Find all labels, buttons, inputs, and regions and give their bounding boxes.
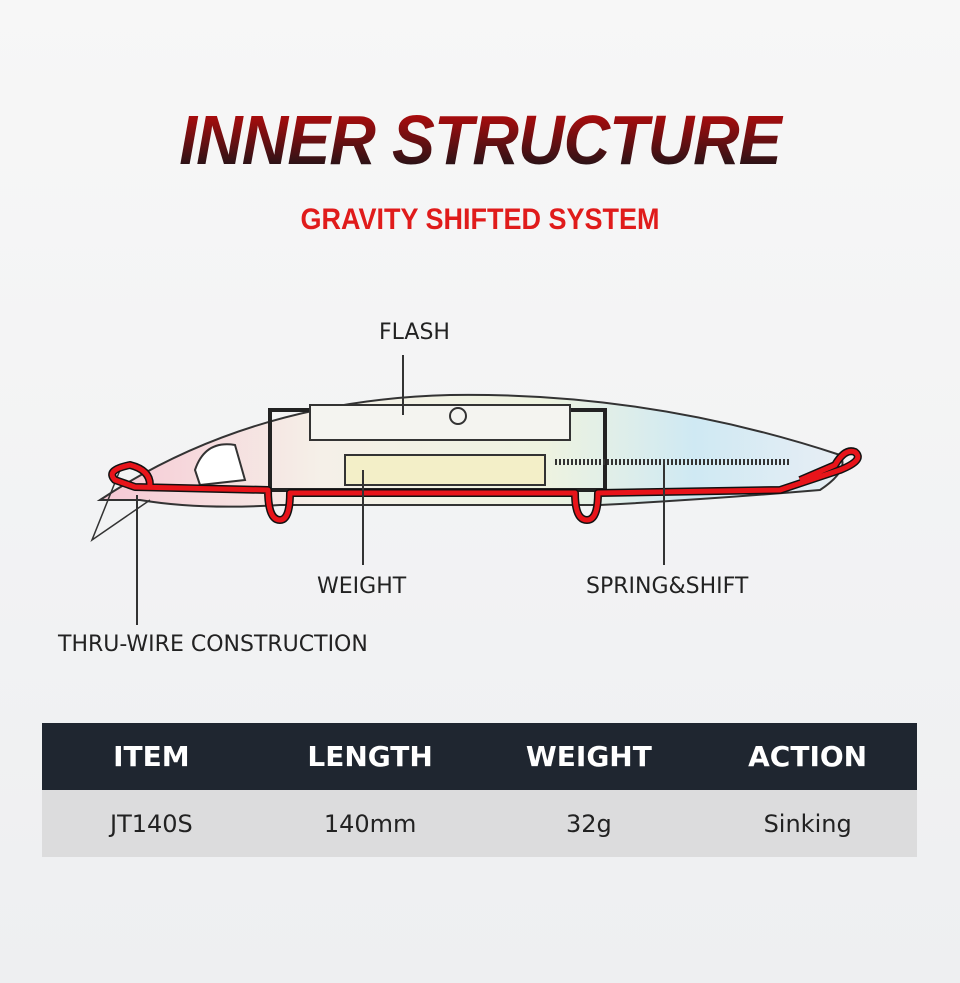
leader-lines [136,355,665,625]
cell-item: JT140S [109,809,193,838]
cell-length: 140mm [323,809,417,838]
label-flash: FLASH [379,320,450,345]
header-weight: WEIGHT [525,740,652,773]
cell-action: Sinking [763,809,852,838]
lure-body [90,393,844,543]
header-length: LENGTH [307,740,433,773]
label-spring-shift: SPRING&SHIFT [586,574,749,599]
table-header: ITEM LENGTH WEIGHT ACTION [42,723,917,790]
label-weight: WEIGHT [317,574,407,599]
header-action: ACTION [748,740,868,773]
label-thru-wire: THRU-WIRE CONSTRUCTION [58,632,368,657]
page-subtitle: GRAVITY SHIFTED SYSTEM [300,203,660,236]
spec-table: ITEM LENGTH WEIGHT ACTION JT140S 140mm 3… [42,723,917,857]
lure-diagram [90,355,862,625]
page-title: INNER STRUCTURE [38,100,921,180]
table-row: JT140S 140mm 32g Sinking [42,790,917,857]
header-item: ITEM [113,740,190,773]
cell-weight: 32g [565,809,612,838]
